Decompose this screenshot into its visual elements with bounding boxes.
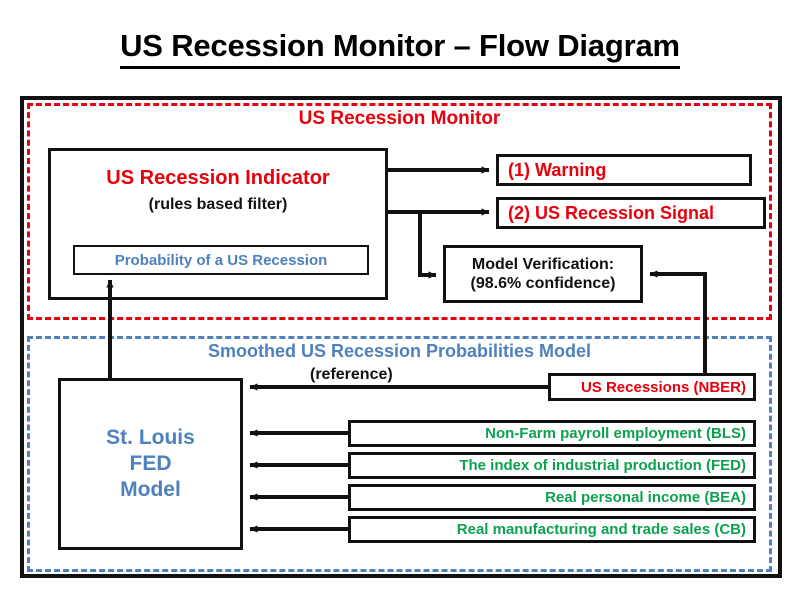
smoothed-probabilities-model-section	[27, 336, 772, 572]
indicator-title: US Recession Indicator	[106, 167, 330, 189]
diagram-outer-frame	[20, 96, 782, 578]
warning-label: (1) Warning	[508, 159, 607, 180]
output-box-us-recession-signal[interactable]: (2) US Recession Signal	[496, 197, 766, 229]
source-label-fed: The index of industrial production (FED)	[459, 457, 746, 474]
source-label-bea: Real personal income (BEA)	[545, 489, 746, 506]
source-label-cb: Real manufacturing and trade sales (CB)	[456, 521, 746, 538]
recession-signal-label: (2) US Recession Signal	[508, 202, 715, 223]
fed-model-line-3: Model	[120, 478, 181, 502]
us-recession-indicator-box[interactable]: US Recession Indicator (rules based filt…	[48, 148, 388, 300]
probability-of-us-recession-box[interactable]: Probability of a US Recession	[73, 245, 369, 275]
source-box-real-personal-income[interactable]: Real personal income (BEA)	[348, 484, 756, 511]
st-louis-fed-model-box[interactable]: St. Louis FED Model	[58, 378, 243, 550]
monitor-section-header: US Recession Monitor	[298, 108, 501, 129]
output-box-warning[interactable]: (1) Warning	[496, 154, 752, 186]
model-section-header: Smoothed US Recession Probabilities Mode…	[207, 341, 592, 361]
indicator-subtitle: (rules based filter)	[148, 196, 288, 213]
fed-model-line-1: St. Louis	[106, 425, 195, 449]
source-box-us-recessions-nber[interactable]: US Recessions (NBER)	[548, 373, 756, 401]
source-box-nonfarm-payroll[interactable]: Non-Farm payroll employment (BLS)	[348, 420, 756, 447]
reference-label: (reference)	[310, 366, 393, 383]
verification-line-1: Model Verification:	[471, 255, 615, 273]
page-title: US Recession Monitor – Flow Diagram	[0, 28, 800, 69]
us-recession-monitor-section	[27, 103, 772, 320]
model-verification-box[interactable]: Model Verification: (98.6% confidence)	[443, 245, 643, 303]
nber-label: US Recessions (NBER)	[580, 378, 746, 396]
source-box-industrial-production[interactable]: The index of industrial production (FED)	[348, 452, 756, 479]
page-title-text: US Recession Monitor – Flow Diagram	[120, 28, 680, 69]
probability-label: Probability of a US Recession	[114, 251, 328, 269]
source-label-bls: Non-Farm payroll employment (BLS)	[485, 425, 746, 442]
verification-line-2: (98.6% confidence)	[470, 275, 616, 292]
source-box-manufacturing-trade-sales[interactable]: Real manufacturing and trade sales (CB)	[348, 516, 756, 543]
fed-model-line-2: FED	[129, 451, 172, 475]
